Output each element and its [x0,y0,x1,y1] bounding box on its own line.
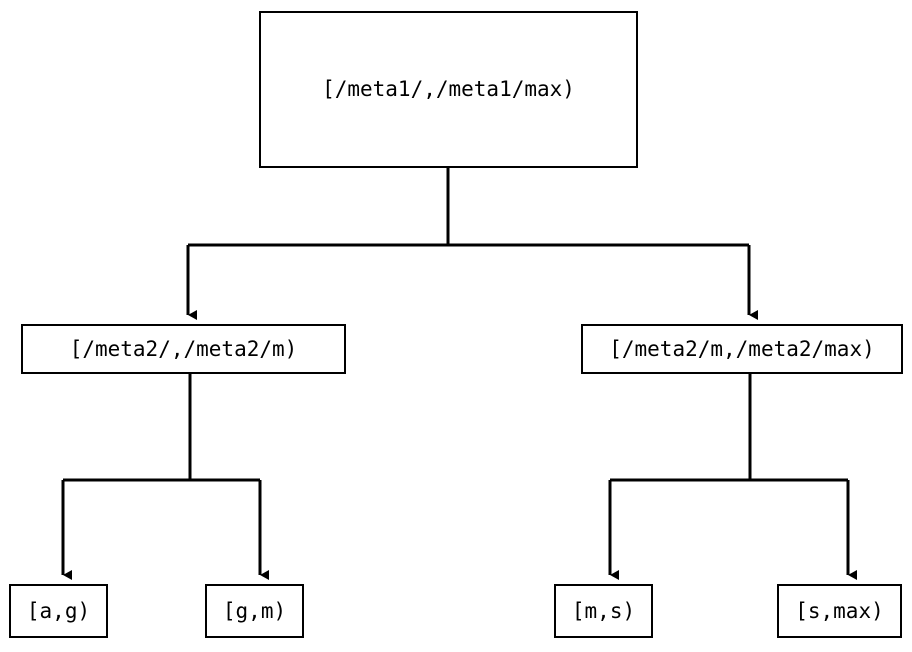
edge-mid-right-to-leaves-group [608,374,857,580]
edge-root-to-mid-group [186,168,758,320]
node-mid-left-label: [/meta2/,/meta2/m) [69,336,298,361]
node-root-label: [/meta1/,/meta1/max) [322,77,575,101]
node-root[interactable]: [/meta1/,/meta1/max) [259,11,638,168]
node-leaf-a-g[interactable]: [a,g) [9,584,108,638]
node-leaf-m-s-label: [m,s) [571,598,636,623]
node-leaf-g-m-label: [g,m) [222,598,287,623]
node-mid-left[interactable]: [/meta2/,/meta2/m) [21,324,346,374]
node-leaf-s-max[interactable]: [s,max) [777,584,902,638]
node-leaf-g-m[interactable]: [g,m) [205,584,304,638]
node-leaf-s-max-label: [s,max) [795,598,884,623]
edge-mid-left-to-leaves-group [61,374,269,580]
node-leaf-a-g-label: [a,g) [26,598,91,623]
node-mid-right[interactable]: [/meta2/m,/meta2/max) [581,324,903,374]
node-mid-right-label: [/meta2/m,/meta2/max) [609,336,875,361]
node-leaf-m-s[interactable]: [m,s) [554,584,653,638]
